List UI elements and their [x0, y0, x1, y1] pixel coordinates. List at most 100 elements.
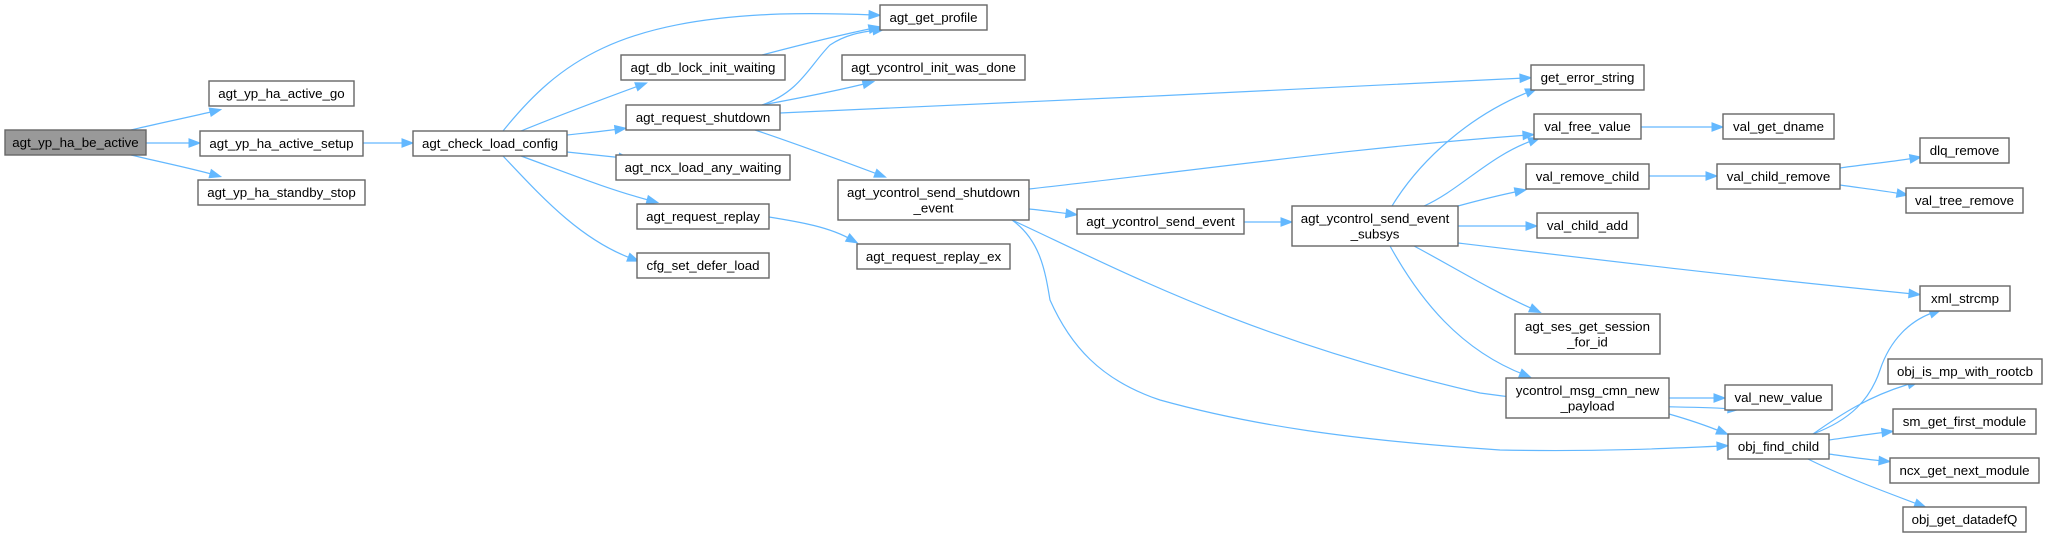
- function-node-cfg-set-defer-load[interactable]: cfg_set_defer_load: [636, 252, 770, 279]
- node-box: [620, 54, 786, 81]
- function-node-get-error-string[interactable]: get_error_string: [1530, 64, 1645, 91]
- edge-line: [1812, 382, 1914, 435]
- arrowhead-icon: [613, 124, 628, 135]
- function-node-agt-ncx-load-any-waiting[interactable]: agt_ncx_load_any_waiting: [615, 154, 791, 181]
- node-box: [412, 130, 568, 157]
- node-box: [1291, 205, 1459, 247]
- function-node-val-child-remove[interactable]: val_child_remove: [1716, 163, 1841, 190]
- node-box: [1505, 377, 1670, 419]
- call-edge: [1839, 153, 1923, 169]
- function-node-agt-request-replay[interactable]: agt_request_replay: [636, 203, 770, 230]
- node-box: [1919, 285, 2011, 312]
- edge-line: [520, 155, 653, 202]
- function-node-ycontrol-msg-cmn-new-payload[interactable]: ycontrol_msg_cmn_new_payload: [1505, 377, 1670, 419]
- node-label: xml_strcmp: [1931, 291, 1999, 306]
- function-node-agt-ycontrol-send-shutdown-event[interactable]: agt_ycontrol_send_shutdown_event: [837, 179, 1030, 221]
- call-edge: [1457, 242, 1922, 299]
- arrowhead-icon: [188, 138, 202, 148]
- edge-line: [1839, 157, 1916, 169]
- edge-line: [130, 154, 216, 176]
- function-node-agt-request-shutdown[interactable]: agt_request_shutdown: [625, 104, 781, 131]
- edge-line: [768, 216, 853, 241]
- function-node-agt-ycontrol-send-event[interactable]: agt_ycontrol_send_event: [1076, 208, 1245, 235]
- arrowhead-icon: [868, 9, 882, 20]
- node-label: _for_id: [1566, 334, 1608, 349]
- call-edge: [130, 154, 223, 179]
- call-edge: [1828, 453, 1892, 466]
- function-node-agt-check-load-config[interactable]: agt_check_load_config: [412, 130, 568, 157]
- node-box: [1514, 313, 1661, 355]
- function-node-sm-get-first-module[interactable]: sm_get_first_module: [1892, 408, 2037, 435]
- function-node-agt-request-replay-ex[interactable]: agt_request_replay_ex: [856, 243, 1011, 270]
- call-edge: [130, 107, 223, 131]
- edge-line: [1668, 413, 1723, 433]
- node-box: [208, 80, 355, 107]
- node-label: agt_check_load_config: [422, 136, 558, 151]
- call-edge: [520, 82, 648, 132]
- function-node-agt-yp-ha-active-go[interactable]: agt_yp_ha_active_go: [208, 80, 355, 107]
- node-label: _event: [913, 200, 954, 215]
- edge-line: [502, 12, 875, 132]
- edge-line: [761, 29, 879, 106]
- call-edge: [1457, 187, 1528, 207]
- function-node-obj-find-child[interactable]: obj_find_child: [1727, 433, 1830, 460]
- call-edge: [768, 216, 859, 244]
- call-edge: [1669, 393, 1727, 403]
- function-node-agt-ycontrol-send-event-subsys[interactable]: agt_ycontrol_send_event_subsys: [1291, 205, 1459, 247]
- call-edge: [1244, 217, 1294, 227]
- edge-line: [754, 129, 881, 176]
- function-node-ncx-get-next-module[interactable]: ncx_get_next_module: [1889, 457, 2040, 484]
- call-edge: [1649, 171, 1719, 181]
- arrowhead-icon: [1715, 425, 1729, 435]
- node-box: [1076, 208, 1245, 235]
- arrowhead-icon: [1064, 208, 1079, 219]
- node-box: [1887, 358, 2043, 385]
- node-label: agt_ycontrol_init_was_done: [851, 60, 1016, 75]
- node-box: [1889, 457, 2040, 484]
- edge-line: [1457, 242, 1915, 295]
- call-edge: [1668, 413, 1729, 435]
- node-label: ncx_get_next_module: [1899, 463, 2029, 478]
- function-node-agt-ses-get-session-for-id[interactable]: agt_ses_get_session_for_id: [1514, 313, 1661, 355]
- node-label: obj_find_child: [1738, 439, 1819, 454]
- arrowhead-icon: [1711, 122, 1725, 132]
- function-node-agt-get-profile[interactable]: agt_get_profile: [879, 4, 988, 31]
- node-box: [615, 154, 791, 181]
- function-node-val-get-dname[interactable]: val_get_dname: [1722, 113, 1835, 140]
- node-box: [636, 252, 770, 279]
- function-node-val-free-value[interactable]: val_free_value: [1533, 113, 1642, 140]
- function-node-obj-get-datadefQ[interactable]: obj_get_datadefQ: [1902, 506, 2027, 533]
- call-edge: [146, 138, 202, 148]
- call-edge: [761, 24, 882, 56]
- node-box: [1536, 212, 1639, 239]
- node-label: obj_get_datadefQ: [1912, 512, 2018, 527]
- function-node-val-child-add[interactable]: val_child_add: [1536, 212, 1639, 239]
- edge-line: [1807, 458, 1921, 506]
- function-node-xml-strcmp[interactable]: xml_strcmp: [1919, 285, 2011, 312]
- node-label: agt_yp_ha_be_active: [12, 135, 138, 150]
- node-label: dlq_remove: [1930, 143, 1999, 158]
- arrowhead-icon: [1878, 455, 1892, 466]
- function-node-agt-yp-ha-be-active[interactable]: agt_yp_ha_be_active: [4, 129, 147, 156]
- call-edge: [754, 129, 887, 178]
- node-label: val_child_add: [1547, 218, 1628, 233]
- node-label: obj_is_mp_with_rootcb: [1897, 364, 2033, 379]
- arrowhead-icon: [1895, 188, 1910, 198]
- node-label: agt_db_lock_init_waiting: [631, 60, 776, 75]
- function-node-val-tree-remove[interactable]: val_tree_remove: [1905, 187, 2024, 214]
- function-node-agt-ycontrol-init-was-done[interactable]: agt_ycontrol_init_was_done: [841, 54, 1026, 81]
- call-edge: [1812, 309, 1942, 435]
- function-node-dlq-remove[interactable]: dlq_remove: [1919, 137, 2010, 164]
- edge-line: [779, 77, 1526, 114]
- function-node-agt-yp-ha-standby-stop[interactable]: agt_yp_ha_standby_stop: [197, 179, 366, 206]
- edge-line: [1828, 431, 1888, 441]
- node-box: [1530, 64, 1645, 91]
- function-node-obj-is-mp-with-rootcb[interactable]: obj_is_mp_with_rootcb: [1887, 358, 2043, 385]
- function-node-agt-yp-ha-active-setup[interactable]: agt_yp_ha_active_setup: [199, 130, 364, 157]
- function-node-val-remove-child[interactable]: val_remove_child: [1525, 163, 1650, 190]
- function-node-val-new-value[interactable]: val_new_value: [1724, 384, 1833, 411]
- call-edge: [779, 73, 1533, 114]
- function-node-agt-db-lock-init-waiting[interactable]: agt_db_lock_init_waiting: [620, 54, 786, 81]
- call-edge: [1839, 184, 1910, 198]
- node-label: agt_request_replay_ex: [866, 249, 1002, 264]
